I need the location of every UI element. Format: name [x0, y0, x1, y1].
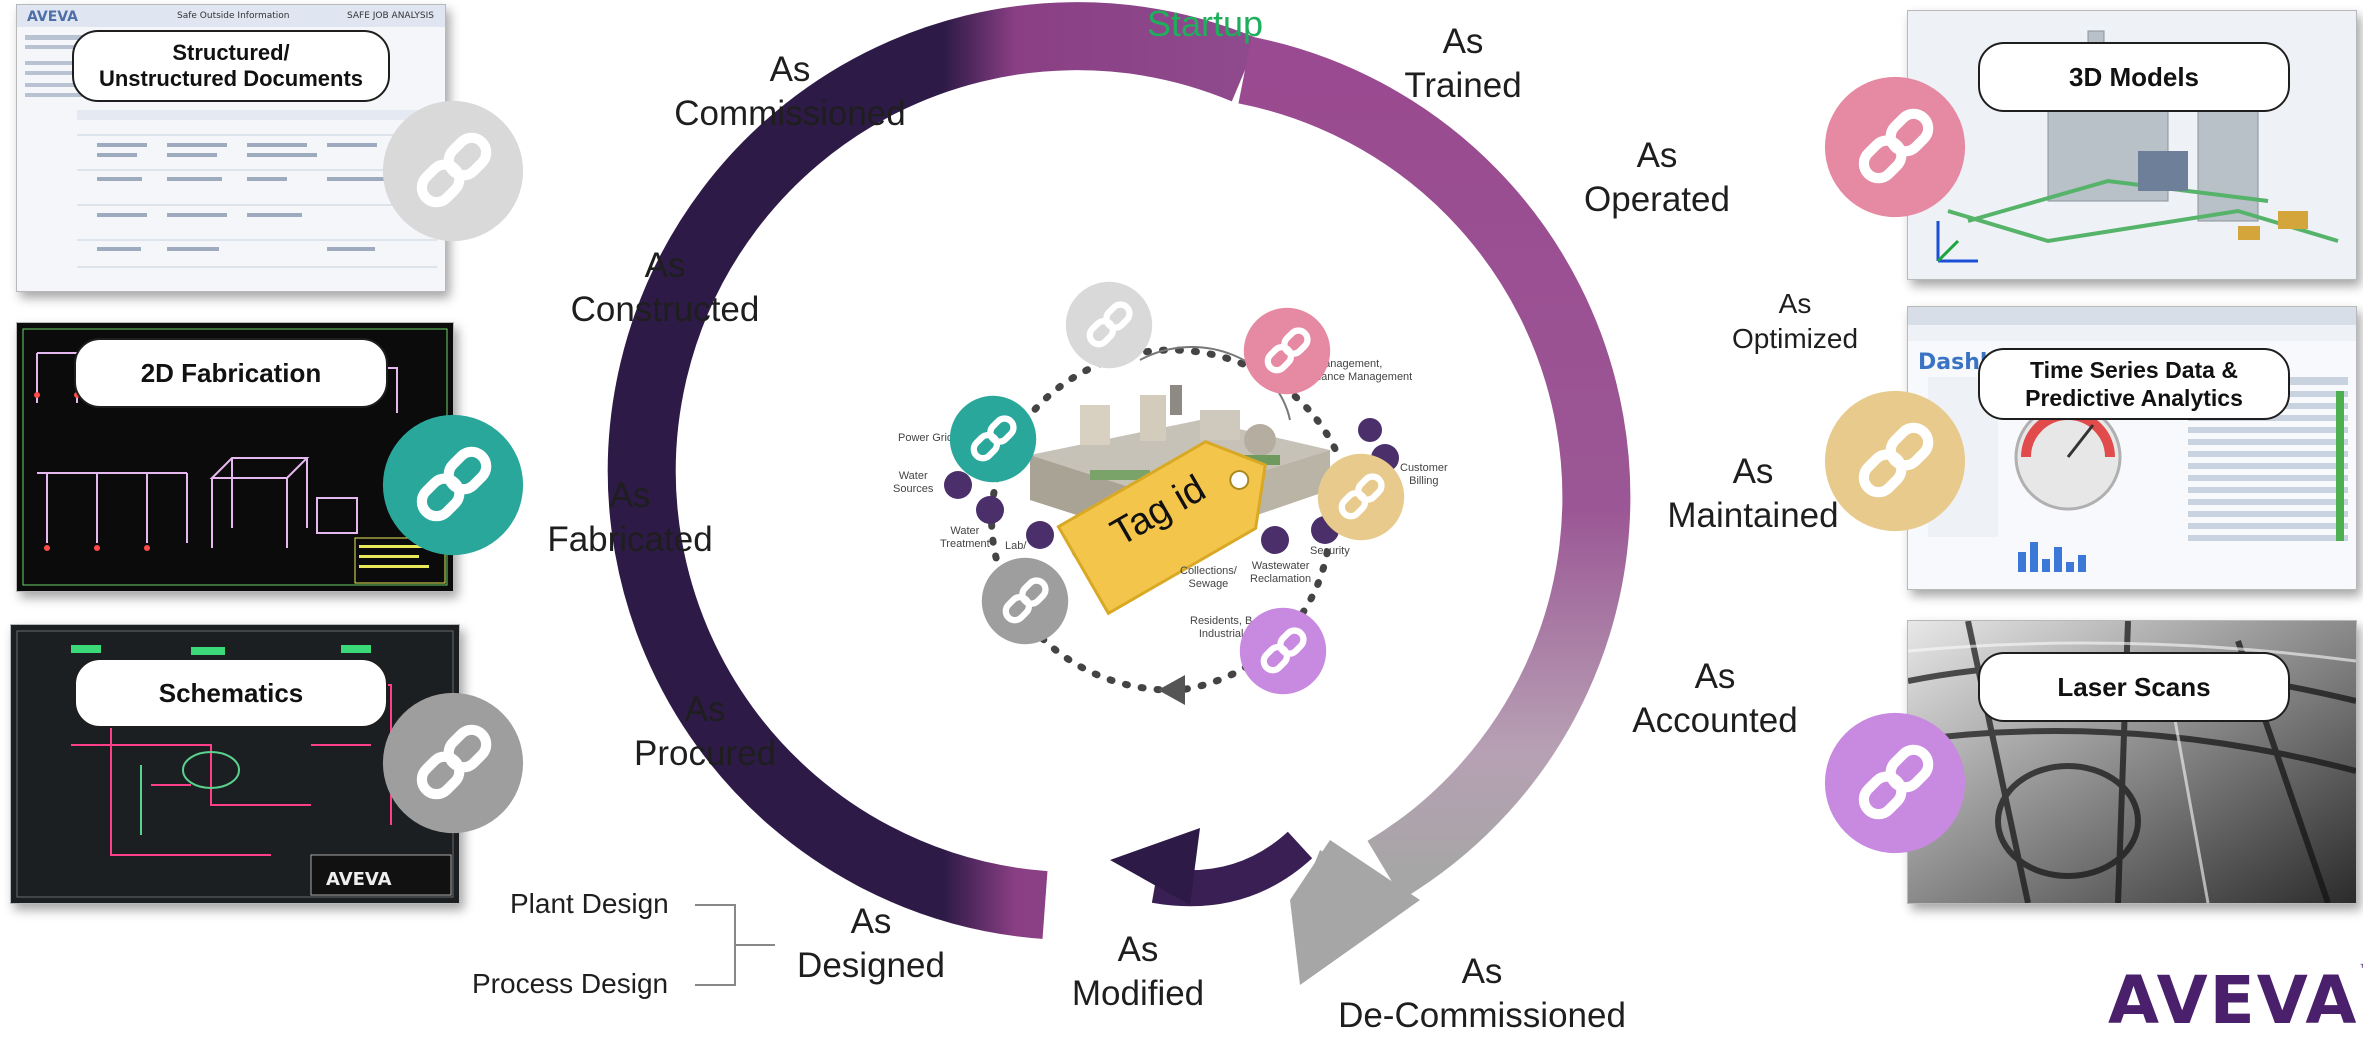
- stage-startup: Startup: [1146, 3, 1264, 44]
- wastewater-label: Wastewater Reclamation: [1250, 560, 1312, 585]
- chain-link-icon: [382, 414, 524, 556]
- link-badge-schematics[interactable]: [380, 690, 526, 836]
- link-badge-3d-models[interactable]: [1822, 74, 1968, 220]
- security-label: Security: [1310, 545, 1350, 557]
- chain-link-icon: [382, 692, 524, 834]
- decommission-arrow-shaft: [1300, 850, 1380, 930]
- chain-link-icon: [981, 557, 1069, 645]
- chain-link-icon: [1824, 712, 1966, 854]
- lifecycle-arc-right: [1238, 36, 1631, 900]
- link-badge-time-series[interactable]: [1822, 388, 1968, 534]
- collections-label: Collections/ Sewage: [1180, 565, 1237, 590]
- chain-link-icon: [1243, 307, 1331, 395]
- link-badge-center-pink[interactable]: [1242, 306, 1332, 396]
- svg-text:AVEVA: AVEVA: [326, 869, 392, 890]
- customer-billing-label: Customer Billing: [1400, 462, 1448, 487]
- chain-link-icon: [1824, 76, 1966, 218]
- time-series-label-pill: Time Series Data &Predictive Analytics: [1978, 348, 2290, 420]
- chain-link-icon: [1317, 453, 1405, 541]
- design-bracket: [695, 904, 775, 986]
- aveva-logo: AVEVA™: [2108, 962, 2363, 1039]
- chain-link-icon: [1824, 390, 1966, 532]
- modified-arrow-head-icon: [1110, 828, 1200, 905]
- link-badge-laser-scans[interactable]: [1822, 710, 1968, 856]
- residents-label: Residents, B Industrial: [1190, 615, 1253, 640]
- lifecycle-arc-dark: [607, 2, 1259, 939]
- schematics-label-pill: Schematics: [74, 658, 388, 728]
- link-badge-center-gray-top[interactable]: [1064, 280, 1154, 370]
- models-3d-label-pill: 3D Models: [1978, 42, 2290, 112]
- link-badge-center-teal[interactable]: [948, 394, 1038, 484]
- documents-label-pill: Structured/Unstructured Documents: [72, 30, 390, 102]
- water-treatment-label: Water Treatment: [940, 525, 990, 550]
- link-badge-center-lilac[interactable]: [1238, 606, 1328, 696]
- chain-link-icon: [382, 100, 524, 242]
- link-badge-center-gray-low[interactable]: [980, 556, 1070, 646]
- lab-label: Lab/: [1005, 540, 1027, 552]
- link-badge-fabrication[interactable]: [380, 412, 526, 558]
- inner-dotted-ring-lower: [1176, 516, 1334, 694]
- inner-arrow-head-icon: [1158, 675, 1185, 705]
- plant-design-label: Plant Design: [510, 888, 669, 919]
- link-badge-center-gold[interactable]: [1316, 452, 1406, 542]
- power-grid-label: Power Grid: [898, 432, 954, 444]
- chain-link-icon: [1065, 281, 1153, 369]
- process-design-label: Process Design: [472, 968, 669, 999]
- laser-scans-label-pill: Laser Scans: [1978, 652, 2290, 722]
- docs-header-right: SAFE JOB ANALYSIS: [347, 11, 434, 21]
- svg-text:AVEVA: AVEVA: [27, 9, 78, 25]
- link-badge-documents[interactable]: [380, 98, 526, 244]
- docs-header-title: Safe Outside Information: [177, 11, 290, 21]
- chain-link-icon: [949, 395, 1037, 483]
- chain-link-icon: [1239, 607, 1327, 695]
- tag-id-icon: [1056, 440, 1267, 616]
- inner-thin-arc: [1139, 345, 1291, 421]
- water-sources-label: Water Sources: [893, 470, 934, 495]
- fabrication-2d-label-pill: 2D Fabrication: [74, 338, 388, 408]
